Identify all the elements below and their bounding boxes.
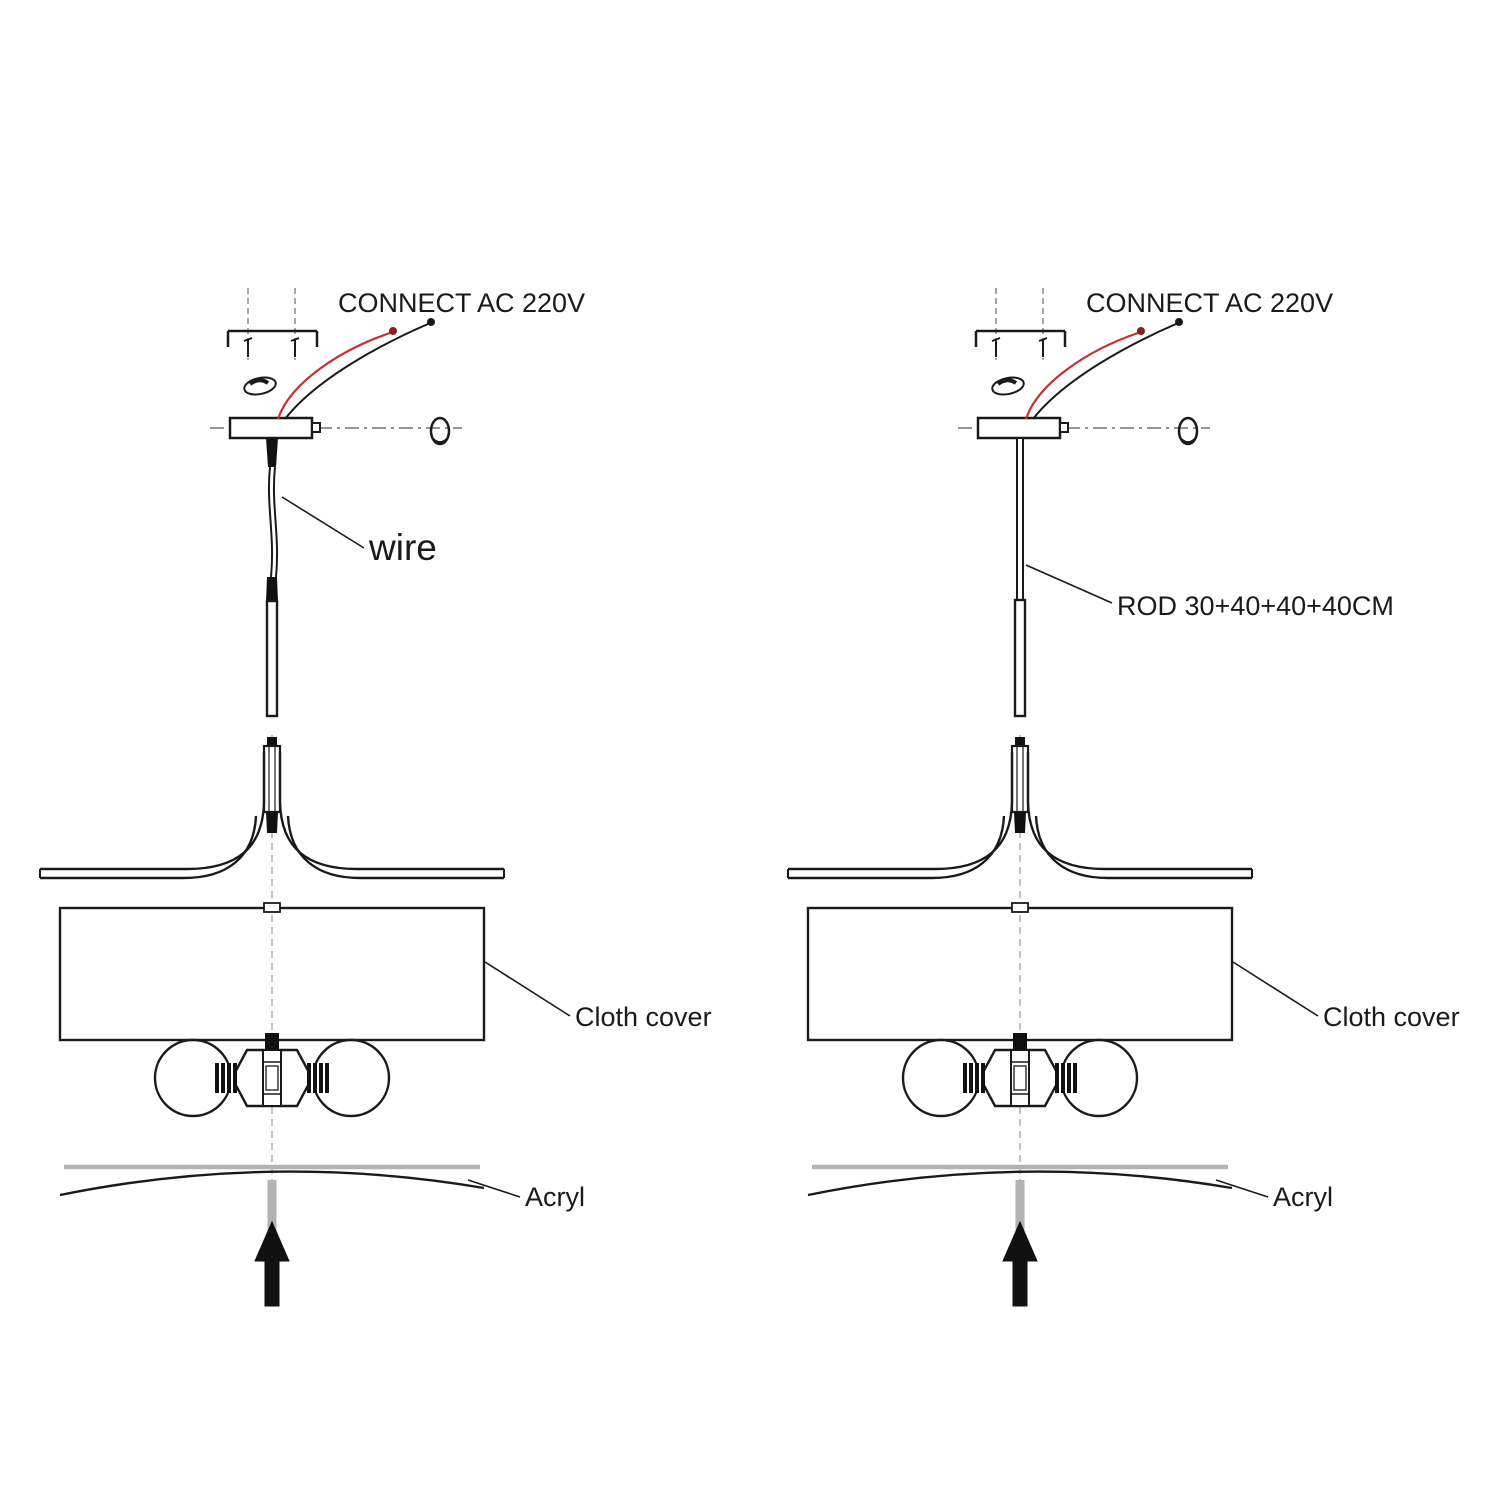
wire-strand-2 — [272, 466, 279, 578]
cloth-cover-leader-line — [484, 961, 571, 1017]
cloth-cover-label: Cloth cover — [575, 1002, 712, 1032]
acryl-leader-line — [1215, 1179, 1269, 1198]
rod-upper — [1016, 437, 1024, 601]
wire-leader-line — [281, 496, 365, 549]
lamp-body-left — [40, 735, 504, 1306]
wire-label: wire — [368, 527, 437, 568]
lamp-body-right — [788, 735, 1252, 1306]
rod-lower-tube — [1013, 598, 1027, 718]
rod-label: ROD 30+40+40+40CM — [1117, 591, 1394, 621]
wire-top-ferrule — [266, 438, 278, 467]
rod-leader-line — [1025, 564, 1113, 604]
acryl-label: Acryl — [525, 1182, 585, 1212]
acryl-leader-line — [467, 1179, 521, 1198]
suspension-rod — [1013, 437, 1027, 718]
wire-lower-tube — [265, 599, 279, 718]
wire-strand-1 — [267, 466, 274, 578]
connect-label: CONNECT AC 220V — [1086, 288, 1333, 318]
suspension-wire — [265, 438, 279, 718]
panel-right-rod-version: CONNECT AC 220V ROD 30+40+40+40CM Cloth … — [788, 286, 1460, 1306]
connect-label: CONNECT AC 220V — [338, 288, 585, 318]
acryl-label: Acryl — [1273, 1182, 1333, 1212]
cloth-cover-leader-line — [1232, 961, 1319, 1017]
wire-bottom-ferrule — [266, 577, 278, 601]
panel-left-wire-version: CONNECT AC 220V wire Cloth cover Acryl — [40, 286, 712, 1306]
cloth-cover-label: Cloth cover — [1323, 1002, 1460, 1032]
